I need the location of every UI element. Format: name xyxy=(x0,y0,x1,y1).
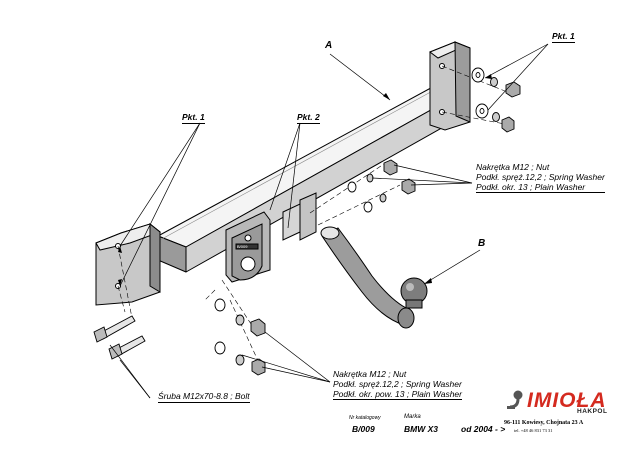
left-bracket xyxy=(95,222,162,306)
neck-holder xyxy=(282,192,317,241)
centre-fasteners xyxy=(347,159,416,213)
make-label: Marka xyxy=(404,414,421,420)
hardware-upper-plain-washer: Podkł. okr. 13 ; Plain Washer xyxy=(476,182,586,192)
hardware-lower-spring-washer: Podkł. spręż.12,2 ; Spring Washer xyxy=(333,379,462,389)
hardware-list-upper: Nakrętka M12 ; Nut Podkł. spręż.12,2 ; S… xyxy=(476,162,605,193)
callout-b: B xyxy=(478,238,486,249)
hardware-lower-plain-washer: Podkł. okr. pow. 13 ; Plain Washer xyxy=(333,389,462,399)
hakpol-hitch-icon xyxy=(507,390,523,409)
right-bracket xyxy=(428,41,471,131)
callout-pkt2: Pkt. 2 xyxy=(297,112,320,124)
production-from: od 2004 - > xyxy=(461,424,506,434)
manufacturer-phone: tel. +48 46 831 73 31 xyxy=(514,428,553,433)
catalog-number: B/009 xyxy=(352,424,375,434)
lower-fasteners xyxy=(214,298,266,376)
bolts xyxy=(93,315,146,360)
hardware-lower-nut: Nakrętka M12 ; Nut xyxy=(333,369,407,379)
vehicle-make: BMW X3 xyxy=(404,424,438,434)
hardware-list-lower: Nakrętka M12 ; Nut Podkł. spręż.12,2 ; S… xyxy=(333,369,462,400)
callout-pkt1-right: Pkt. 1 xyxy=(552,31,575,43)
leader-lines xyxy=(109,43,549,399)
manufacturer-logo: IMIOŁA xyxy=(527,389,607,412)
manufacturer-logo-sub: HAKPOL xyxy=(577,408,608,415)
callout-pkt1-left: Pkt. 1 xyxy=(182,112,205,124)
callout-a: A xyxy=(325,40,333,51)
bolt-label: Śruba M12x70-8.8 ; Bolt xyxy=(158,391,250,403)
catalog-number-label: Nr katalogowy xyxy=(349,415,381,421)
hardware-upper-spring-washer: Podkł. spręż.12,2 ; Spring Washer xyxy=(476,172,605,182)
manufacturer-address: 96-111 Kowiesy, Chojnata 23 A xyxy=(504,420,584,426)
assembly-axes xyxy=(117,65,516,366)
socket-bracket xyxy=(225,211,271,283)
bracket-stamp: B/009 xyxy=(237,244,248,249)
right-fasteners xyxy=(471,67,521,133)
leader-arrowheads xyxy=(118,74,492,286)
tow-ball-neck xyxy=(320,226,428,329)
hardware-upper-nut: Nakrętka M12 ; Nut xyxy=(476,162,550,172)
